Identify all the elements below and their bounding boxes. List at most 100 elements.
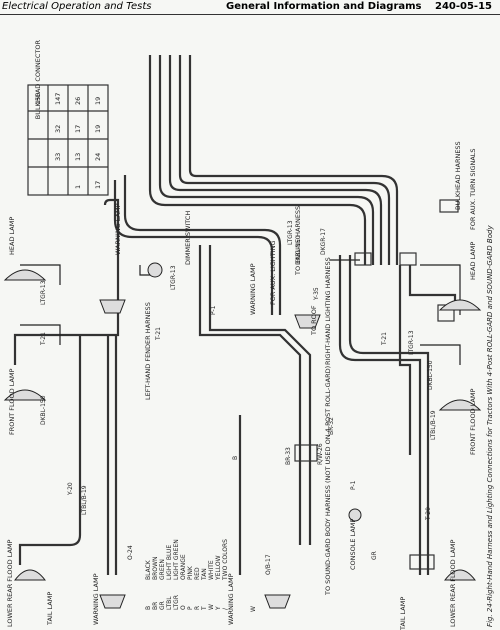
wire-label: DKBL-150 — [427, 360, 434, 390]
legend-name: PINK — [187, 565, 194, 580]
table-cell: 17 — [74, 125, 82, 133]
wire-label: Y-35 — [313, 287, 320, 301]
wire-label: DKBL-150 — [295, 235, 302, 265]
component-labels: HEAD LAMP FRONT FLOOD LAMP HEAD LAMP FRO… — [6, 141, 477, 630]
harness-wire — [20, 264, 61, 285]
label-bulkhead-harness: BULKHEAD HARNESS — [454, 141, 462, 210]
legend-code: LTGR — [173, 595, 180, 610]
chapter-title: General Information and Diagrams 240-05-… — [226, 0, 492, 13]
label-lower-rear-flood-right: LOWER REAR FLOOD LAMP — [449, 539, 457, 627]
legend-code: R — [194, 606, 201, 610]
legend-name: ORANGE — [180, 554, 187, 580]
label-to-engine-harness: TO ENGINE HARNESS — [294, 206, 302, 276]
table-cell: 17 — [94, 181, 102, 189]
label-front-flood-right: FRONT FLOOD LAMP — [469, 388, 477, 455]
wire-label: LTGR-13 — [170, 265, 177, 290]
label-warning-lamp: WARNING LAMP — [92, 573, 100, 625]
bulkhead-connector-table: BULKHEAD CONNECTOR 150 147 26 19 32 17 1… — [27, 40, 109, 196]
chapter-name: General Information and Diagrams — [225, 1, 422, 12]
console-lamp-icon — [348, 508, 362, 522]
legend-code: BR — [152, 602, 159, 610]
warning-lamp-icon — [264, 594, 291, 609]
section-title: Electrical Operation and Tests — [2, 1, 152, 12]
label-head-lamp-right: HEAD LAMP — [469, 242, 477, 280]
harness-wire — [20, 324, 61, 345]
label-left-fender-harness: LEFT-HAND FENDER HARNESS — [144, 302, 152, 400]
label-warning-lamp: WARNING LAMP — [227, 573, 235, 625]
table-cell: 32 — [54, 125, 62, 133]
label-sound-gard: TO SOUND-GARD BODY HARNESS (NOT USED ON … — [324, 366, 332, 596]
label-head-lamp-left: HEAD LAMP — [8, 217, 16, 255]
wire-label: O-24 — [127, 545, 134, 560]
warning-lamp-icon — [99, 594, 126, 609]
wire-label: BR-32 — [328, 417, 335, 435]
figure-caption: Fig. 24-Right-Hand Harness and Lighting … — [486, 225, 494, 627]
table-cell: 24 — [94, 153, 102, 161]
wire-label: LTBL/B-19 — [430, 410, 437, 440]
legend-code: O — [180, 605, 187, 610]
harness-wire — [148, 55, 367, 265]
table-cell: 26 — [74, 97, 82, 105]
legend-code: / — [222, 607, 229, 610]
table-cell: 19 — [94, 125, 102, 133]
table-cell: 19 — [94, 97, 102, 105]
label-aux-turn-signals: FOR AUX. TURN SIGNALS — [469, 148, 477, 230]
wire-label: LTGR-13 — [40, 280, 47, 305]
wire-label: T-21 — [40, 332, 47, 346]
harness-wires — [13, 55, 461, 575]
label-tail-lamp-left: TAIL LAMP — [46, 592, 54, 626]
warning-lamp-icon — [294, 314, 321, 329]
connector-block — [439, 199, 459, 213]
harness-wire — [168, 55, 383, 265]
wire-label: T-21 — [381, 332, 388, 346]
lamp-flood-left-icon — [3, 389, 47, 401]
harness-wire — [198, 245, 302, 455]
harness-wire — [13, 198, 120, 365]
legend-name: GREEN — [159, 559, 166, 580]
table-cell: 150 — [34, 93, 42, 105]
connector-block — [354, 252, 372, 266]
lamp-lower-rear-right-icon — [443, 569, 477, 581]
label-aux-lighting: FOR AUX. LIGHTING — [269, 241, 277, 305]
connector-row-1: 32 17 19 — [54, 125, 102, 133]
label-dimmer-switch: DIMMER SWITCH — [184, 211, 192, 265]
wire-labels: LTGR-13 T-21 DKBL-150 Y-20 LTBL/B-19 LTG… — [40, 220, 437, 612]
warning-lamp-icon — [99, 299, 126, 314]
harness-wire — [348, 255, 430, 455]
lamp-head-left-icon — [3, 269, 47, 281]
legend-name: TAN — [201, 568, 208, 581]
label-to-roof: TO ROOF — [310, 305, 318, 336]
legend-code: W — [208, 604, 215, 610]
label-front-flood-left: FRONT FLOOD LAMP — [8, 368, 16, 435]
harness-wire — [408, 265, 457, 305]
connector-row-2: 33 13 24 — [54, 153, 102, 161]
wire-label: P-1 — [210, 305, 217, 315]
table-cell: 33 — [54, 153, 62, 161]
page-number: 240-05-15 — [434, 1, 492, 12]
legend-name: YELLOW — [215, 555, 222, 581]
legend-code: LTBL — [166, 596, 173, 610]
harness-wire — [188, 55, 399, 265]
table-cell: 13 — [74, 153, 82, 161]
legend-name: LIGHT GREEN — [173, 539, 180, 580]
legend-name: TWO COLORS — [222, 539, 229, 581]
legend-code: P — [187, 606, 194, 610]
lamps — [3, 262, 482, 609]
wire-label: P-1 — [350, 480, 357, 490]
legend-name: WHITE — [208, 560, 215, 580]
connector-block — [399, 252, 417, 266]
harness-wire — [398, 265, 412, 455]
wire-label: B — [232, 456, 239, 460]
connector-row-3: 1 17 — [74, 181, 102, 189]
label-tail-lamp-right: TAIL LAMP — [399, 597, 407, 630]
legend-name: RED — [194, 567, 201, 580]
wire-label: T-20 — [425, 507, 432, 521]
legend-code: T — [201, 606, 208, 611]
lamp-lower-rear-left-icon — [13, 569, 47, 581]
legend-name: BLACK — [145, 559, 152, 580]
wiring-diagram: BULKHEAD CONNECTOR 150 147 26 19 32 17 1… — [3, 40, 494, 630]
harness-wire — [123, 175, 282, 315]
wire-label: T-21 — [155, 327, 162, 341]
lamp-head-right-icon — [438, 299, 482, 311]
